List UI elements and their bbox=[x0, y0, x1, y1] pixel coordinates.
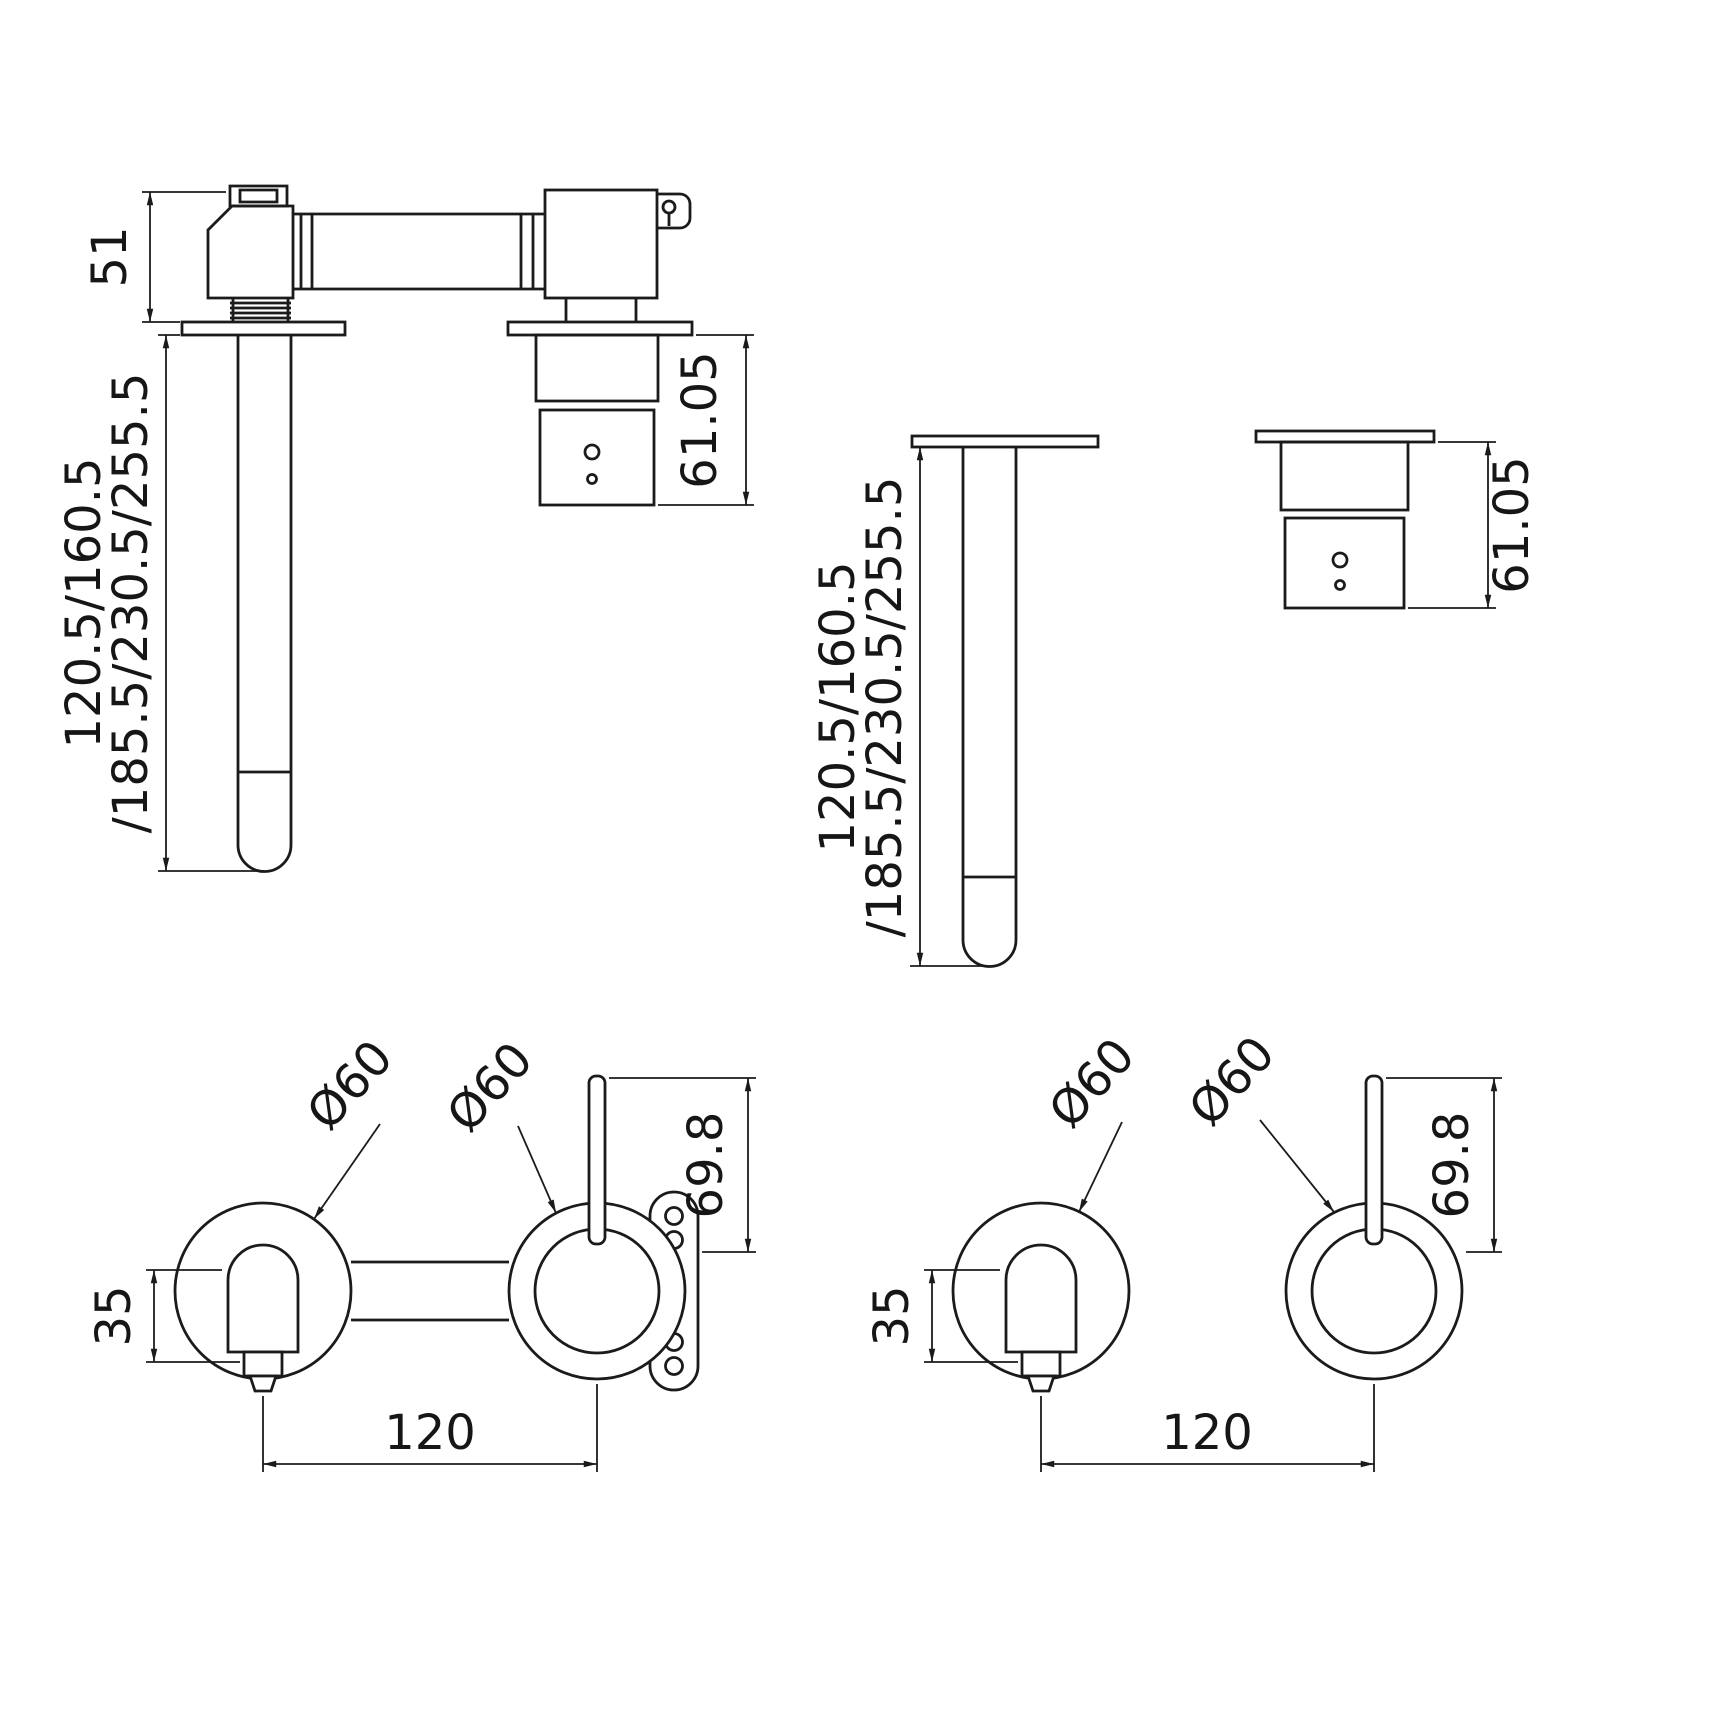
view-front-components: 35 Ø60 Ø60 69.8 120 bbox=[864, 1026, 1502, 1472]
dim-valve-projection: 61.05 bbox=[658, 334, 754, 506]
view-front-assembled: 35 Ø60 Ø60 69.8 120 bbox=[86, 1030, 756, 1472]
view-side-components: 120.5/160.5 /185.5/230.5/255.5 61.05 bbox=[810, 429, 1540, 968]
trim-indicator-dot-small bbox=[1334, 579, 1346, 591]
trim-upper bbox=[1279, 440, 1410, 512]
leader-line bbox=[313, 1123, 381, 1220]
dim-label-spout-drop: 35 bbox=[86, 1285, 142, 1346]
spout-escutcheon bbox=[180, 320, 347, 337]
extension-lines bbox=[146, 1269, 240, 1363]
spout-aerator bbox=[1026, 1374, 1056, 1393]
extension-lines bbox=[158, 334, 264, 872]
dim-spout-length: 120.5/160.5 /185.5/230.5/255.5 bbox=[810, 446, 989, 967]
connecting-pipe bbox=[293, 212, 545, 291]
dim-spout-flange-diameter: Ø60 bbox=[296, 1030, 404, 1220]
dim-handle-flange-diameter: Ø60 bbox=[436, 1032, 557, 1214]
dim-label-valve-projection: 61.05 bbox=[1484, 456, 1540, 593]
valve-fixing-tab bbox=[657, 192, 692, 230]
body-connector bbox=[351, 1260, 509, 1322]
extension-lines bbox=[924, 1269, 1018, 1363]
dim-label-handle-flange-diameter: Ø60 bbox=[436, 1032, 544, 1143]
dim-label-center-distance: 120 bbox=[1161, 1405, 1253, 1461]
spout-bend-front bbox=[226, 1243, 300, 1354]
dim-label-handle-flange-diameter: Ø60 bbox=[1178, 1026, 1286, 1137]
extension-lines bbox=[1408, 441, 1496, 609]
spout-outlet bbox=[1020, 1350, 1062, 1378]
spout-outlet bbox=[242, 1350, 284, 1378]
dim-center-distance: 120 bbox=[262, 1384, 598, 1472]
trim-lower bbox=[1283, 516, 1406, 610]
trim-indicator-dot-small bbox=[586, 473, 598, 485]
dim-label-spout-flange-diameter: Ø60 bbox=[296, 1030, 404, 1141]
dim-label-body-height: 51 bbox=[82, 226, 138, 287]
dim-label-center-distance: 120 bbox=[384, 1405, 476, 1461]
bracket-hole bbox=[664, 1356, 684, 1376]
handle-lever bbox=[587, 1074, 607, 1246]
handle-trim bbox=[534, 333, 660, 507]
thread-connector bbox=[230, 298, 291, 322]
trim-upper bbox=[534, 333, 660, 403]
extension-lines bbox=[142, 191, 226, 323]
spout-escutcheon bbox=[910, 434, 1100, 449]
valve-tab-hole bbox=[661, 199, 677, 215]
dim-handle-height: 69.8 bbox=[609, 1077, 756, 1253]
trim-indicator-dot-large bbox=[583, 443, 601, 461]
dim-label-spout-lengths-1: 120.5/160.5 bbox=[810, 562, 866, 853]
dim-label-handle-height: 69.8 bbox=[678, 1112, 734, 1219]
dim-spout-flange-diameter: Ø60 bbox=[1038, 1028, 1146, 1213]
extension-lines bbox=[1040, 1384, 1375, 1472]
spout-tube bbox=[961, 447, 1018, 968]
valve-neck bbox=[564, 298, 638, 322]
valve-housing bbox=[543, 188, 659, 300]
extension-lines bbox=[262, 1384, 598, 1472]
dim-label-spout-lengths-2: /185.5/230.5/255.5 bbox=[103, 373, 159, 834]
dim-body-height: 51 bbox=[82, 191, 226, 323]
concealed-body bbox=[206, 184, 692, 322]
spout-bend-front bbox=[1004, 1243, 1078, 1354]
dim-label-spout-lengths-2: /185.5/230.5/255.5 bbox=[857, 477, 913, 938]
dim-handle-flange-diameter: Ø60 bbox=[1178, 1026, 1335, 1213]
dim-label-spout-flange-diameter: Ø60 bbox=[1038, 1028, 1146, 1139]
dim-valve-projection: 61.05 bbox=[1408, 441, 1540, 609]
bracket-hole bbox=[664, 1206, 684, 1226]
dim-spout-drop: 35 bbox=[864, 1269, 1018, 1363]
dim-label-spout-drop: 35 bbox=[864, 1285, 920, 1346]
dim-center-distance: 120 bbox=[1040, 1384, 1375, 1472]
leader-line bbox=[517, 1125, 557, 1214]
leader-line bbox=[1259, 1119, 1335, 1213]
handle-escutcheon bbox=[1254, 429, 1436, 444]
spout-connector-head bbox=[206, 204, 295, 300]
handle-escutcheon bbox=[506, 320, 694, 337]
dim-spout-drop: 35 bbox=[86, 1269, 240, 1363]
handle-lever bbox=[1364, 1074, 1384, 1246]
spout-tube bbox=[236, 335, 293, 873]
leader-line bbox=[1078, 1121, 1123, 1213]
handle-trim bbox=[1254, 429, 1436, 610]
trim-lower bbox=[538, 408, 656, 507]
spout-aerator bbox=[248, 1374, 278, 1393]
view-side-assembled: 51 120.5/160.5 /185.5/230.5/255.5 61.05 bbox=[56, 184, 754, 873]
dim-label-handle-height: 69.8 bbox=[1424, 1112, 1480, 1219]
trim-indicator-dot-large bbox=[1331, 551, 1349, 569]
dim-label-valve-projection: 61.05 bbox=[672, 351, 728, 488]
dim-spout-length: 120.5/160.5 /185.5/230.5/255.5 bbox=[56, 334, 264, 872]
dim-label-spout-lengths-1: 120.5/160.5 bbox=[56, 458, 112, 749]
spout-fixing-tab bbox=[228, 184, 289, 208]
dim-handle-height: 69.8 bbox=[1386, 1077, 1502, 1253]
